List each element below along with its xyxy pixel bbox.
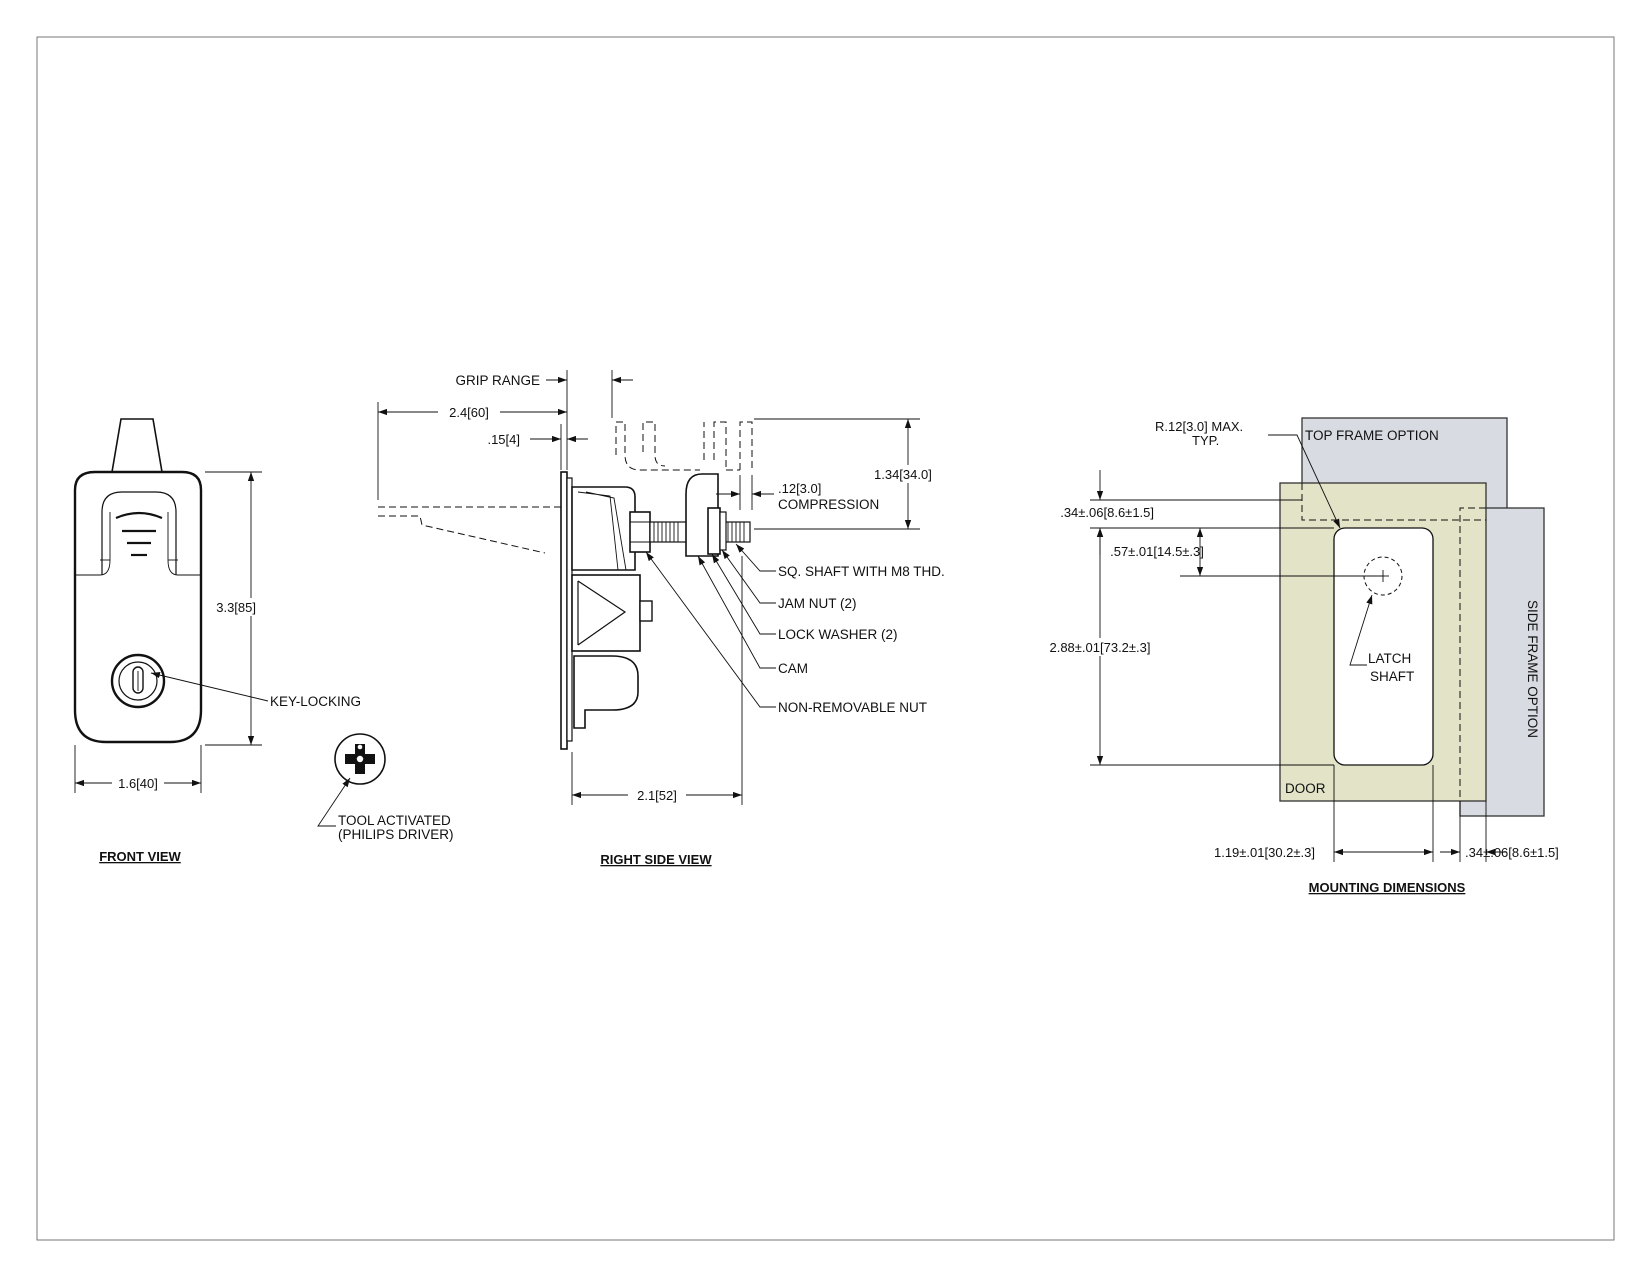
dim-0-15: .15[4]: [487, 432, 520, 447]
dim-2-1: 2.1[52]: [637, 788, 677, 803]
grip-range-label: GRIP RANGE: [455, 373, 540, 388]
dim-0-12: .12[3.0]: [778, 481, 821, 496]
panel-outline: [378, 506, 566, 554]
right-side-view: GRIP RANGE 2.4[60] .15[4] 1.34[34.0] .12…: [377, 370, 945, 867]
latch-body: [73, 470, 203, 744]
mounting-title: MOUNTING DIMENSIONS: [1309, 880, 1466, 895]
latch-housing: [571, 486, 636, 571]
front-height-dim: 3.3[85]: [216, 600, 256, 615]
callout-non-removable-nut: NON-REMOVABLE NUT: [778, 700, 927, 715]
front-view-title: FRONT VIEW: [99, 849, 181, 864]
dim-1-19: 1.19±.01[30.2±.3]: [1214, 845, 1315, 860]
tool-label-line1: TOOL ACTIVATED: [338, 813, 451, 828]
radius-label-line1: R.12[3.0] MAX.: [1155, 419, 1243, 434]
latch-label-line1: LATCH: [1368, 651, 1411, 666]
callout-cam: CAM: [778, 661, 808, 676]
cutout: [1333, 527, 1434, 766]
key-locking-label: KEY-LOCKING: [270, 694, 361, 709]
mounting-flange: [560, 471, 568, 750]
non-removable-nut: [629, 511, 651, 553]
dim-2-4: 2.4[60]: [449, 405, 489, 420]
front-width-dim: 1.6[40]: [118, 776, 158, 791]
dim-2-88: 2.88±.01[73.2±.3]: [1049, 640, 1150, 655]
radius-label-line2: TYP.: [1192, 433, 1219, 448]
side-frame-label: SIDE FRAME OPTION: [1525, 600, 1540, 738]
latch-label-line2: SHAFT: [1370, 669, 1414, 684]
dim-0-57: .57±.01[14.5±.3]: [1110, 544, 1204, 559]
callout-sq-shaft: SQ. SHAFT WITH M8 THD.: [778, 564, 945, 579]
sheet-border: [36, 36, 1615, 1241]
compression-label: COMPRESSION: [778, 497, 879, 512]
handle-grip: [101, 491, 177, 575]
lock-washer: [719, 511, 727, 551]
tool-activated: TOOL ACTIVATED (PHILIPS DRIVER): [317, 733, 454, 842]
dim-0-34-top: .34±.06[8.6±1.5]: [1060, 505, 1154, 520]
callout-lock-washer: LOCK WASHER (2): [778, 627, 898, 642]
callout-jam-nut: JAM NUT (2): [778, 596, 857, 611]
mounting-dimensions: LATCH SHAFT TOP FRAME OPTION SIDE FRAME …: [1030, 417, 1559, 895]
dim-0-34-right: .34±.06[8.6±1.5]: [1465, 845, 1559, 860]
handle-tip: [111, 418, 163, 473]
door-label: DOOR: [1285, 781, 1326, 796]
top-frame-label: TOP FRAME OPTION: [1305, 428, 1439, 443]
front-view: 3.3[85] 1.6[40] KEY-LOCKING FRONT VIEW: [73, 418, 361, 864]
side-view-title: RIGHT SIDE VIEW: [600, 852, 712, 867]
tool-label-line2: (PHILIPS DRIVER): [338, 827, 454, 842]
dim-1-34: 1.34[34.0]: [874, 467, 932, 482]
jam-nut: [707, 507, 721, 555]
